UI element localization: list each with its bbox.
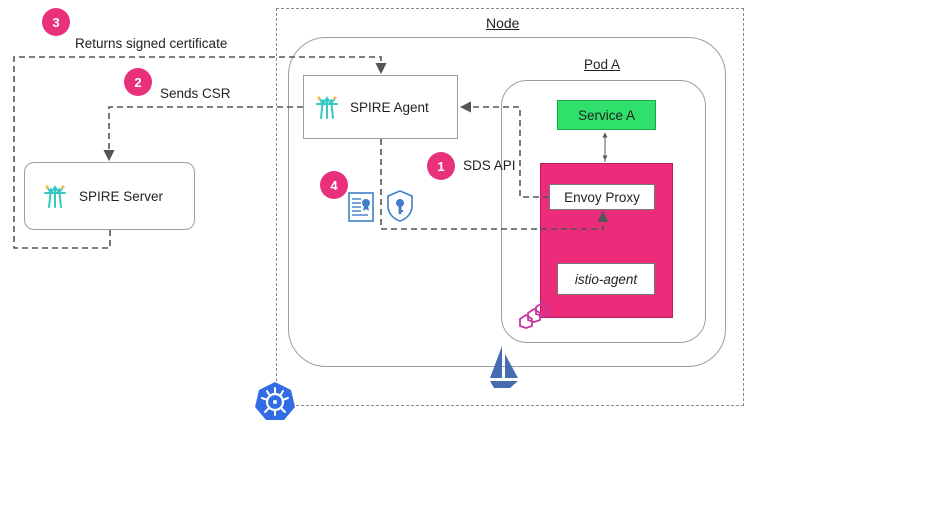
step-badge-3: 3 [42, 8, 70, 36]
kubernetes-icon [254, 381, 296, 426]
spire-agent-label: SPIRE Agent [350, 100, 429, 115]
istio-agent-label: istio-agent [574, 271, 638, 287]
certificate-icon [348, 192, 374, 227]
istio-agent[interactable]: istio-agent [557, 263, 655, 295]
envoy-proxy[interactable]: Envoy Proxy [549, 184, 655, 210]
pod-title: Pod A [584, 57, 621, 72]
node-boundary [276, 8, 744, 406]
spire-logo-icon [314, 94, 340, 125]
envoy-icon [517, 301, 557, 334]
spire-agent[interactable]: SPIRE Agent [303, 75, 458, 139]
deliver-cert-path [380, 139, 609, 230]
spire-logo-icon [42, 183, 68, 214]
step-label-3: Returns signed certificate [75, 36, 228, 51]
service-a-label: Service A [577, 107, 636, 123]
spire-server[interactable]: SPIRE Server [24, 162, 195, 230]
step-badge-1: 1 [427, 152, 455, 180]
service-a[interactable]: Service A [557, 100, 656, 130]
spire-server-label: SPIRE Server [79, 189, 164, 204]
step-label-1: SDS API [463, 158, 516, 173]
envoy-proxy-label: Envoy Proxy [564, 189, 640, 205]
step-label-2: Sends CSR [160, 86, 231, 101]
return-cert-path [13, 56, 387, 249]
step-badge-4: 4 [320, 171, 348, 199]
sds-api-path [459, 101, 549, 198]
key-shield-icon [386, 190, 414, 227]
send-csr-path [103, 106, 303, 162]
node-title: Node [486, 15, 520, 31]
istio-icon [488, 344, 520, 397]
step-badge-2: 2 [124, 68, 152, 96]
